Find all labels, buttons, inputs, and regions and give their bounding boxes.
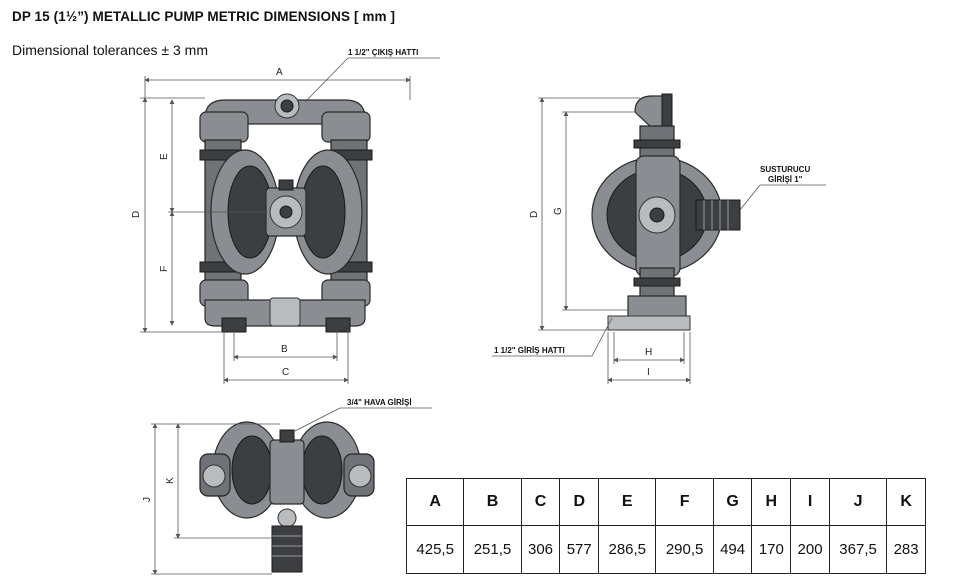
label-i: I: [647, 367, 650, 378]
label-j: J: [142, 497, 153, 502]
callout-muffler-line2: GİRİŞİ 1": [768, 175, 803, 184]
header-cell: D: [559, 478, 600, 526]
header-cell: F: [655, 478, 714, 526]
callout-inlet: 1 1/2" GİRİŞ HATTI: [494, 346, 565, 355]
callout-air-inlet: 3/4" HAVA GİRİŞİ: [347, 398, 412, 407]
top-view-pump: [199, 421, 375, 573]
header-cell: C: [520, 478, 561, 526]
label-c: C: [282, 367, 289, 378]
front-view-dimensions: A D E F B C 1 1/2" ÇIKIŞ HATTI: [131, 48, 440, 384]
header-cell: I: [790, 478, 830, 526]
side-view-dimensions: D G H I SUSTURUCU GİRİŞİ 1" 1 1/2" GİRİŞ…: [492, 97, 826, 384]
value-cell: 306: [520, 525, 561, 574]
header-cell: J: [828, 478, 888, 526]
header-cell: E: [598, 478, 657, 526]
value-cell: 425,5: [405, 525, 465, 574]
label-b: B: [281, 344, 288, 355]
value-cell: 290,5: [655, 525, 714, 574]
header-cell: K: [886, 478, 926, 526]
header-cell: B: [463, 478, 522, 526]
header-cell: A: [405, 478, 465, 526]
value-cell: 283: [886, 525, 926, 574]
header-cell: H: [751, 478, 792, 526]
value-cell: 251,5: [463, 525, 522, 574]
label-e: E: [159, 153, 170, 160]
callout-outlet: 1 1/2" ÇIKIŞ HATTI: [348, 48, 418, 57]
header-cell: G: [712, 478, 753, 526]
label-a: A: [276, 67, 283, 78]
value-cell: 286,5: [598, 525, 657, 574]
top-view-dimensions: J K 3/4" HAVA GİRİŞİ: [142, 398, 432, 575]
label-h: H: [645, 347, 652, 358]
value-cell: 367,5: [828, 525, 888, 574]
value-cell: 200: [790, 525, 830, 574]
side-view-pump: [591, 93, 741, 331]
page-title: DP 15 (1½”) METALLIC PUMP METRIC DIMENSI…: [12, 9, 396, 24]
label-g: G: [553, 207, 564, 215]
dimensions-value-row: 425,5 251,5 306 577 286,5 290,5 494 170 …: [405, 525, 926, 574]
dimensions-header-row: A B C D E F G H I J K: [405, 478, 926, 526]
front-view-pump: [199, 93, 373, 333]
dimensions-table: A B C D E F G H I J K 425,5 251,5 306 57…: [405, 478, 926, 574]
label-f: F: [159, 266, 170, 272]
side-label-d: D: [529, 211, 540, 218]
tolerance-note: Dimensional tolerances ± 3 mm: [12, 42, 208, 58]
callout-muffler-line1: SUSTURUCU: [760, 165, 810, 174]
value-cell: 170: [751, 525, 792, 574]
value-cell: 494: [712, 525, 753, 574]
label-k: K: [165, 477, 176, 484]
label-d: D: [131, 211, 142, 218]
value-cell: 577: [559, 525, 600, 574]
